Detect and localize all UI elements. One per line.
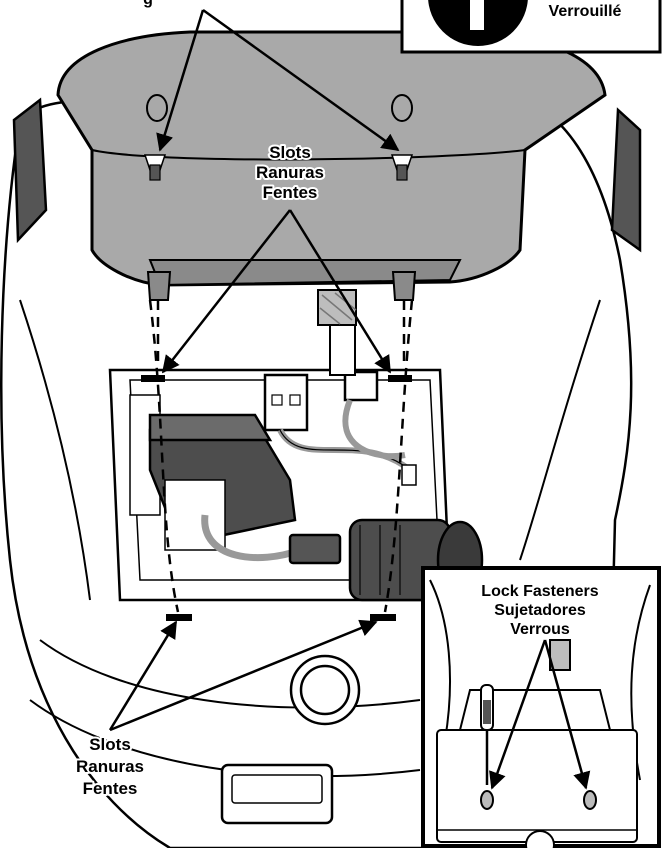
slot-upper-right	[388, 375, 412, 382]
lock-fasteners-label-fr: Verrous	[510, 621, 570, 638]
compartment-slots	[141, 375, 412, 621]
inset-panel: Lock Fasteners Sujetadores Verrous	[421, 566, 661, 848]
lock-fasteners-label-en: Lock Fasteners	[481, 583, 598, 600]
screwdriver-icon	[480, 684, 494, 785]
lock-status-text: Verrouillé	[549, 3, 622, 20]
insert-guides	[148, 299, 414, 613]
slots-top-es: Ranuras	[256, 163, 324, 182]
slot-lower-right	[370, 614, 396, 621]
slots-label-bottom: Slots Ranuras Fentes	[74, 733, 146, 800]
slots-top-fr: Fentes	[263, 183, 318, 202]
slots-bottom-es: Ranuras	[76, 757, 144, 776]
slot-upper-left	[141, 375, 165, 382]
inset-fastener-right	[583, 790, 597, 810]
slots-bottom-en: Slots	[89, 735, 131, 754]
inset-fastener-left	[480, 790, 494, 810]
slot-lower-left	[166, 614, 192, 621]
slots-top-en: Slots	[269, 143, 311, 162]
lock-fasteners-label-es: Sujetadores	[494, 602, 586, 619]
top-partial-label: g	[143, 0, 153, 8]
slots-bottom-fr: Fentes	[83, 779, 138, 798]
lock-status-box: Verrouillé	[400, 0, 662, 54]
pointer-arrows	[108, 8, 400, 732]
seat	[56, 30, 607, 301]
slots-label-top: Slots Ranuras Fentes	[254, 141, 326, 204]
battery-compartment	[108, 368, 484, 602]
